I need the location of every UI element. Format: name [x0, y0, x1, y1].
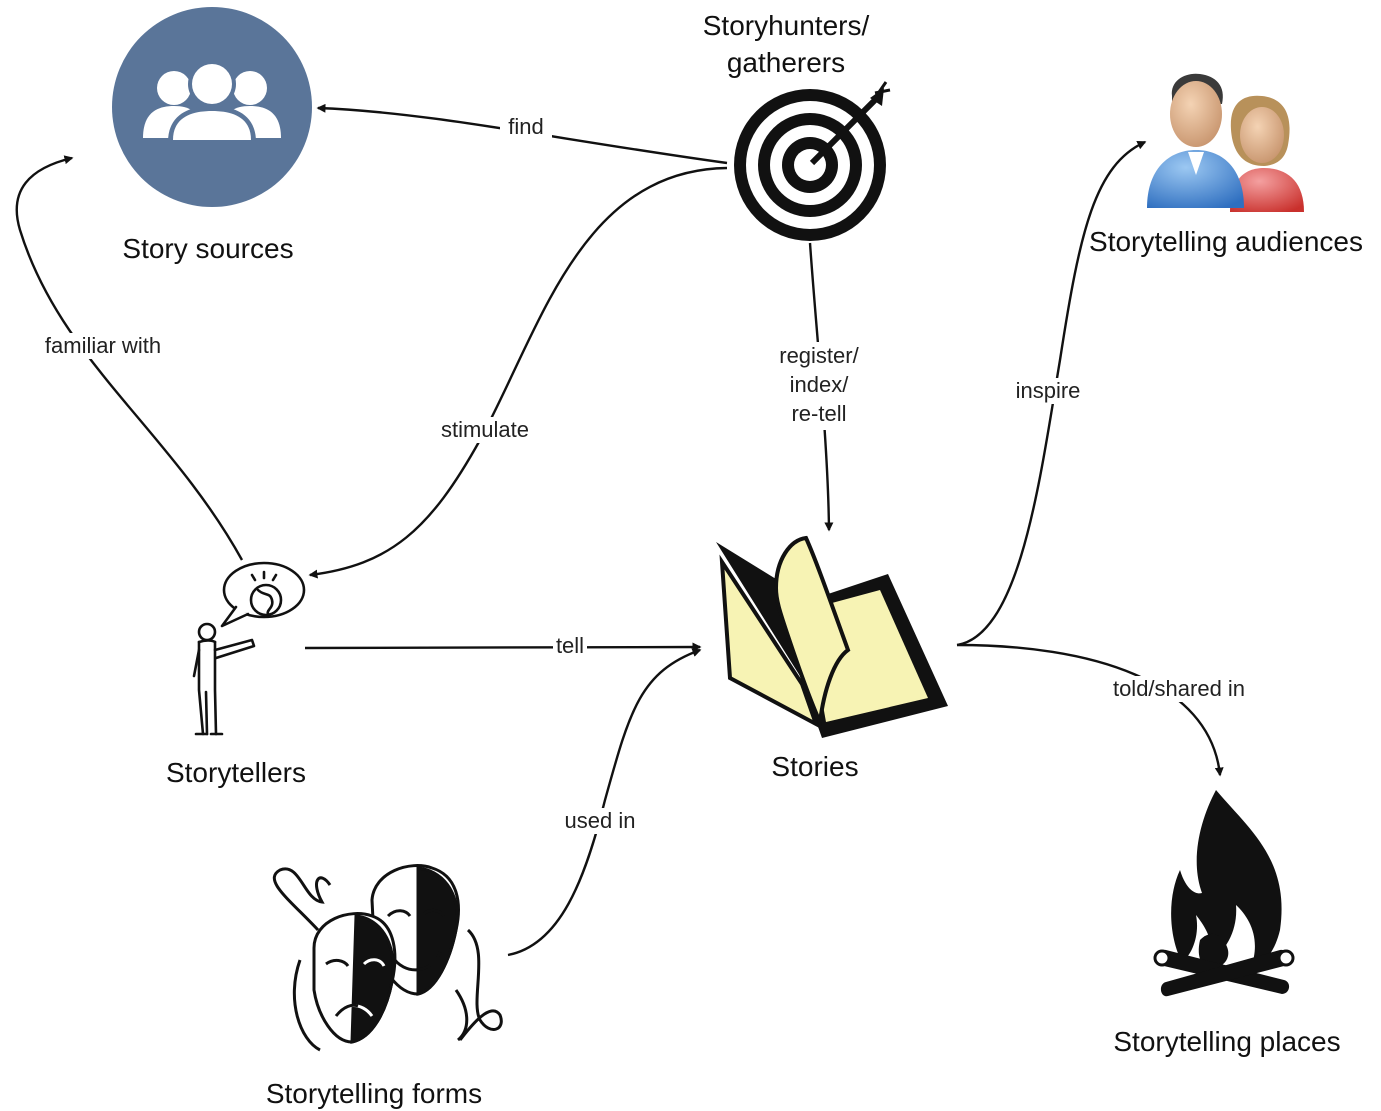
storyhunters-label-line1: Storyhunters/ [703, 10, 870, 41]
node-storytelling-audiences: Storytelling audiences [1089, 73, 1363, 257]
edge-stimulate [308, 166, 728, 579]
storytelling-places-label: Storytelling places [1113, 1026, 1340, 1057]
edge-label-find: find [508, 114, 543, 139]
edge-tell [304, 642, 702, 652]
storytelling-forms-label: Storytelling forms [266, 1078, 482, 1109]
edge-label-familiar-with: familiar with [45, 333, 161, 358]
node-storytelling-places: Storytelling places [1113, 790, 1341, 1057]
campfire-icon [1153, 790, 1295, 997]
edge-label-stimulate: stimulate [441, 417, 529, 442]
edge-told-shared-in [956, 643, 1224, 777]
speaking-person-icon [192, 561, 306, 736]
node-storytelling-forms: Storytelling forms [266, 864, 503, 1109]
storyhunters-label-line2: gatherers [727, 47, 845, 78]
edge-label-told-shared-in: told/shared in [1113, 676, 1245, 701]
target-icon [734, 81, 891, 241]
audience-people-icon [1147, 73, 1304, 212]
stories-label: Stories [771, 751, 858, 782]
edges [15, 103, 1224, 957]
node-stories: Stories [716, 535, 948, 782]
story-sources-label: Story sources [122, 233, 293, 264]
edge-label-used-in: used in [565, 808, 636, 833]
edge-label-register: register/ [779, 343, 859, 368]
edge-labels: find familiar with stimulate register/ i… [34, 114, 1258, 834]
edge-label-tell: tell [556, 633, 584, 658]
people-group-icon [112, 7, 312, 207]
edge-label-inspire: inspire [1016, 378, 1081, 403]
edge-inspire [956, 140, 1147, 647]
node-storytellers: Storytellers [166, 561, 306, 788]
storytellers-label: Storytellers [166, 757, 306, 788]
storytelling-audiences-label: Storytelling audiences [1089, 226, 1363, 257]
open-book-icon [716, 535, 948, 738]
edge-used-in [507, 648, 702, 957]
edge-label-re-tell: re-tell [791, 401, 846, 426]
edge-familiar-with [15, 155, 244, 561]
theater-masks-icon [272, 864, 503, 1052]
edge-label-index: index/ [790, 372, 850, 397]
node-story-sources: Story sources [112, 7, 312, 264]
node-storyhunters: Storyhunters/ gatherers [703, 10, 891, 241]
